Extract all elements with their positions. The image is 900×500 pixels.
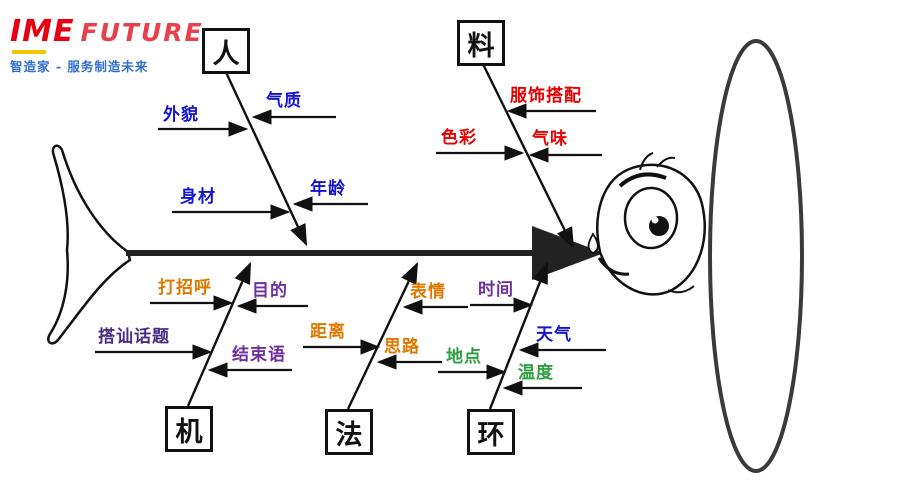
label-expression: 表情 — [410, 282, 446, 302]
label-place: 地点 — [446, 347, 482, 367]
main-bones — [186, 59, 575, 410]
category-box-environment: 环 — [467, 409, 515, 455]
logo-brandline: IME FUTURE — [10, 14, 204, 49]
fish-eye — [623, 186, 679, 250]
fish-head-tuft2 — [656, 156, 676, 168]
fish-eyebrow — [618, 172, 667, 188]
fish-head — [587, 152, 706, 296]
fish-eye-highlight — [651, 216, 659, 224]
label-topic: 搭讪话题 — [98, 327, 170, 347]
category-box-machine: 机 — [165, 406, 213, 452]
fish-head-tuft — [639, 152, 654, 171]
label-thinking: 思路 — [384, 337, 420, 357]
environment-bone — [488, 261, 549, 410]
label-scent: 气味 — [532, 129, 568, 149]
machine-bone — [186, 261, 252, 407]
sub-branches — [95, 103, 606, 396]
label-time: 时间 — [478, 280, 514, 300]
logo-accent-bar — [12, 50, 46, 54]
logo: IME FUTURE 智造家 - 服务制造未来 — [10, 14, 204, 75]
label-figure: 身材 — [180, 187, 216, 207]
fish-gill — [667, 285, 695, 294]
label-distance: 距离 — [310, 322, 346, 342]
label-color: 色彩 — [441, 128, 477, 148]
label-temperature: 温度 — [518, 363, 554, 383]
label-purpose: 目的 — [252, 281, 288, 301]
logo-brand-ime: IME — [10, 14, 75, 49]
label-age: 年龄 — [310, 179, 346, 199]
logo-brand-future: FUTURE — [80, 18, 204, 47]
label-outfit: 服饰搭配 — [510, 86, 582, 106]
label-greeting: 打招呼 — [158, 278, 212, 298]
mirror-ellipse — [708, 39, 804, 473]
label-appearance: 外貌 — [163, 105, 199, 125]
label-weather: 天气 — [536, 325, 572, 345]
logo-tagline: 智造家 - 服务制造未来 — [10, 59, 149, 74]
category-box-material: 料 — [457, 20, 505, 66]
category-box-person: 人 — [202, 28, 250, 74]
label-closing: 结束语 — [232, 345, 286, 365]
category-box-method: 法 — [325, 409, 373, 455]
fish-tail — [47, 144, 132, 345]
person-bone — [222, 67, 308, 247]
method-bone — [346, 261, 419, 410]
material-bone — [479, 59, 575, 250]
fish-tear-drop — [587, 232, 599, 254]
label-temperament: 气质 — [266, 91, 302, 111]
fish-mouth — [597, 257, 630, 276]
